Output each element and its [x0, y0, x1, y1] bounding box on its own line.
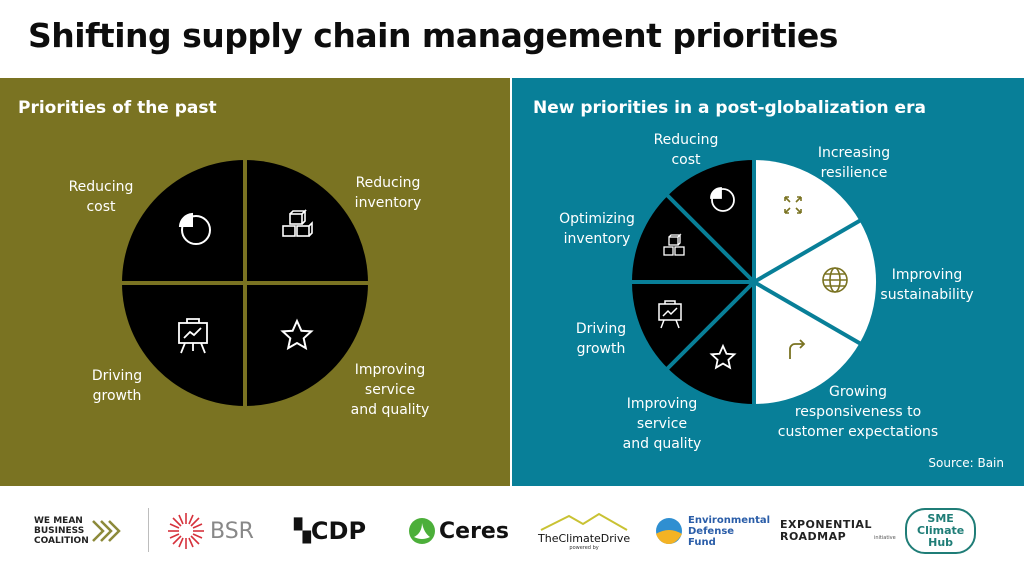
chevrons-icon: [91, 520, 121, 542]
segment-increasing-resilience: [754, 160, 860, 282]
quadrant-reducing-inventory: [245, 160, 368, 283]
new-priorities-heading: New priorities in a post-globalization e…: [533, 98, 926, 118]
logo-we-mean-business[interactable]: WE MEAN BUSINESS COALITION: [34, 486, 125, 576]
star-icon: [280, 318, 314, 351]
pie-chart-icon: [710, 187, 735, 212]
segment-growing-responsiveness: [754, 282, 860, 404]
logo-ceres[interactable]: Ceres: [408, 486, 509, 576]
ceres-leaf-icon: [409, 518, 435, 544]
segment-improving-sustainability: [754, 221, 877, 343]
presentation-board-icon: [658, 300, 682, 329]
segment-improving-service: [667, 282, 754, 404]
new-priorities-diagram: [630, 158, 877, 406]
globe-icon: [822, 267, 848, 293]
mountain-line-icon: [540, 512, 628, 531]
logo-divider: [148, 508, 149, 552]
logo-environmental-defense-fund[interactable]: Environmental Defense Fund: [654, 486, 770, 576]
logo-bsr[interactable]: BSR: [166, 486, 254, 576]
logo-cdp[interactable]: ▚ CDP: [294, 517, 367, 545]
logo-the-climate-drive[interactable]: TheClimateDrive powered by: [538, 486, 630, 576]
presentation-board-icon: [178, 318, 208, 354]
logo-sme-climate-hub[interactable]: SME Climate Hub: [905, 486, 977, 576]
boxes-icon: [282, 209, 313, 237]
boxes-icon: [663, 233, 685, 256]
quadrant-improving-service: [245, 283, 368, 406]
sunburst-icon: [168, 513, 204, 549]
logo-exponential-roadmap[interactable]: EXPONENTIAL ROADMAP initiative: [780, 518, 896, 543]
star-icon: [709, 343, 737, 370]
segment-optimizing-inventory: [632, 195, 754, 282]
past-priorities-panel: Priorities of the past: [0, 78, 510, 486]
page-title: Shifting supply chain management priorit…: [28, 16, 838, 55]
source-note: Source: Bain: [928, 456, 1004, 470]
segment-reducing-cost: [667, 159, 754, 282]
past-priorities-heading: Priorities of the past: [18, 98, 217, 118]
new-priorities-panel: New priorities in a post-globalization e…: [512, 78, 1024, 486]
past-priorities-diagram: [120, 158, 370, 408]
pie-chart-icon: [178, 212, 211, 245]
edf-swirl-icon: [656, 518, 682, 544]
return-arrow-icon: [789, 339, 806, 359]
partner-logos: WE MEAN BUSINESS COALITION BSR ▚ CDP: [0, 486, 1024, 576]
arrows-icon: [784, 196, 802, 214]
past-quadrants: [120, 158, 370, 408]
